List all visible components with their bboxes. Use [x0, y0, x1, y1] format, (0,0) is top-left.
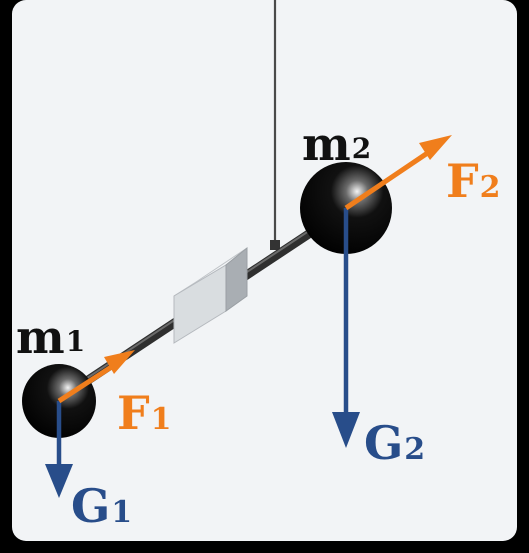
- mass-1-label: m1: [16, 310, 85, 364]
- gravity-1-label: G1: [71, 479, 132, 533]
- force-arrow-1: [57, 350, 135, 404]
- force-2-label: F2: [446, 154, 501, 208]
- fiber-clamp: [270, 240, 280, 250]
- mirror-block: [173, 246, 248, 344]
- gravity-arrow-2: [332, 208, 360, 448]
- gravity-arrow-1: [45, 401, 73, 498]
- gravity-2-label: G2: [364, 416, 425, 470]
- mass-2-label: m2: [302, 117, 371, 171]
- force-arrow-2: [344, 135, 452, 211]
- force-1-label: F1: [117, 386, 172, 440]
- diagram-background: [12, 0, 517, 541]
